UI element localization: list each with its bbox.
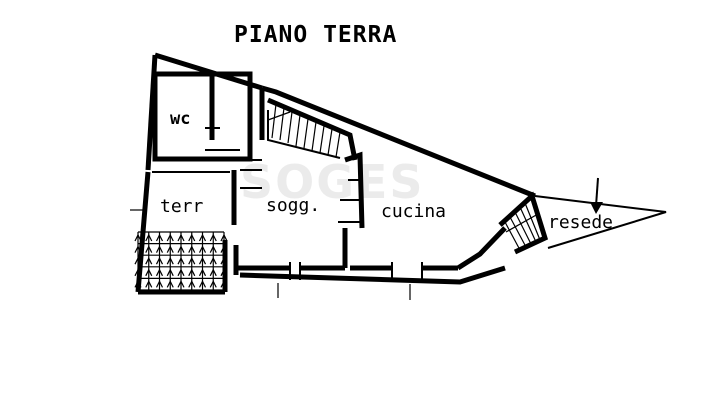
watermark-logo: SOGES	[240, 155, 425, 209]
hatch-mark	[145, 268, 153, 277]
hatch-mark	[145, 256, 153, 265]
hatch-mark	[198, 268, 207, 277]
hatch-mark	[209, 268, 217, 277]
hatch-mark	[155, 256, 164, 265]
hatch-mark	[220, 268, 228, 277]
hatch-mark	[188, 280, 196, 288]
hatch-mark	[145, 280, 153, 288]
room-label-terr: terr	[160, 196, 204, 217]
stair-icon	[267, 97, 358, 161]
hatch-mark	[177, 233, 185, 242]
hatch-mark	[177, 256, 185, 265]
hatch-mark	[198, 256, 207, 265]
plan-title: PIANO TERRA	[234, 22, 397, 48]
hatch-mark	[188, 268, 196, 277]
hatch-mark	[177, 245, 185, 253]
hatch-mark	[209, 256, 217, 265]
north-arrow-icon	[590, 177, 603, 214]
hatch-mark	[155, 245, 164, 253]
hatch-mark	[220, 280, 228, 288]
hatch-mark	[145, 233, 153, 242]
hatch-mark	[134, 256, 142, 265]
hatch-mark	[177, 280, 185, 288]
hatch-mark	[209, 233, 217, 242]
hatch-mark	[198, 245, 207, 253]
outer-walls	[135, 52, 536, 295]
hatch-mark	[209, 245, 217, 253]
hatch-mark	[177, 268, 185, 277]
terrace-stair-hatch	[134, 231, 228, 291]
room-label-wc: wc	[170, 109, 190, 129]
exterior-stair-icon	[498, 191, 549, 255]
resede-area	[534, 195, 667, 249]
hatch-mark	[188, 245, 196, 253]
hatch-mark	[166, 233, 174, 242]
hatch-mark	[155, 233, 164, 242]
hatch-mark	[209, 280, 217, 288]
hatch-mark	[166, 245, 174, 253]
hatch-mark	[166, 280, 174, 288]
hatch-mark	[188, 256, 196, 265]
room-label-resede: resede	[548, 212, 613, 233]
hatch-mark	[166, 256, 174, 265]
hatch-mark	[134, 233, 142, 242]
room-label-sogg: sogg.	[266, 195, 320, 216]
hatch-mark	[155, 268, 164, 277]
hatch-mark	[134, 268, 142, 277]
hatch-mark	[198, 233, 207, 242]
hatch-mark	[198, 280, 207, 288]
room-label-cucina: cucina	[381, 201, 446, 222]
hatch-mark	[220, 256, 228, 265]
hatch-mark	[188, 233, 196, 242]
wc-block	[152, 71, 262, 162]
hatch-mark	[134, 280, 142, 288]
hatch-mark	[166, 268, 174, 277]
hatch-mark	[145, 245, 153, 253]
hatch-mark	[220, 245, 228, 253]
hatch-mark	[220, 233, 228, 242]
hatch-mark	[155, 280, 164, 288]
hatch-mark	[134, 245, 142, 253]
